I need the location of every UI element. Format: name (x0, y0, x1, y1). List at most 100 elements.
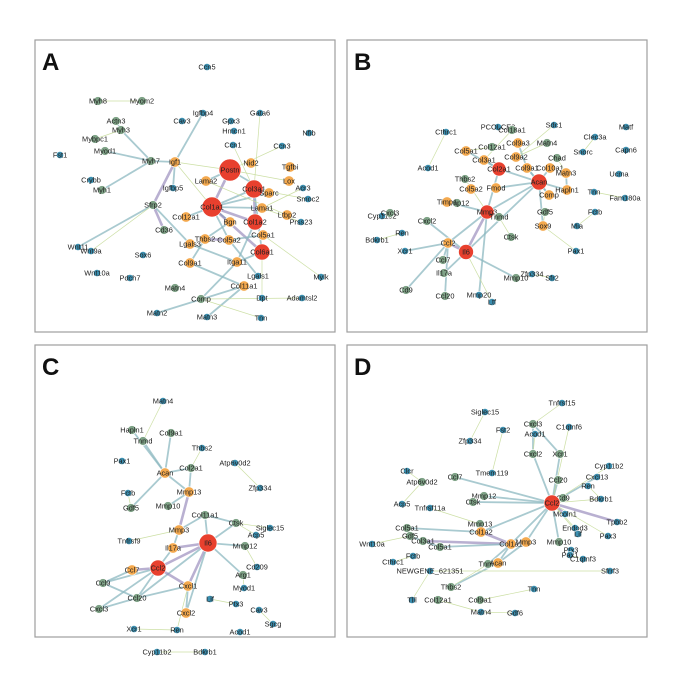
edge (174, 112, 204, 163)
node-circle (426, 567, 434, 575)
node-matn2: Matn2 (147, 309, 168, 318)
node-label: Crybb (81, 176, 101, 185)
node-label: Col1a1 (200, 203, 223, 212)
node-circle (458, 244, 474, 260)
node-cxcl1: Cxcl1 (179, 580, 197, 592)
node-label: Tnfrsf15 (548, 399, 575, 408)
node-circle (401, 247, 409, 255)
node-label: Col6a1 (250, 248, 273, 257)
node-circle (548, 274, 556, 282)
node-label: Thbs2 (192, 444, 213, 453)
edge (551, 501, 618, 524)
node-label: Fst2 (496, 426, 510, 435)
node-circle (180, 607, 192, 619)
node-circle (146, 156, 156, 166)
node-matf: Matf (619, 123, 634, 132)
node-tpbb2: Tpbb2 (607, 518, 628, 527)
node-mmp3: Mmp3 (477, 204, 498, 220)
node-circle (149, 559, 167, 577)
node-label: Fctb (406, 552, 420, 561)
node-circle (256, 484, 264, 492)
node-circle (198, 533, 218, 553)
node-lama2: Lama2 (195, 175, 217, 187)
node-circle (466, 437, 474, 445)
node-circle (591, 133, 599, 141)
node-ctsk: Ctsk (466, 497, 481, 507)
node-smoc2: Smoc2 (296, 195, 319, 204)
edge (209, 598, 237, 605)
node-circle (231, 256, 243, 268)
node-ucma: Ucma (609, 170, 629, 179)
node-cxcl2: Cxcl2 (524, 449, 542, 459)
edge (98, 597, 138, 610)
node-hapln1: Hapln1 (120, 425, 144, 435)
node-label: Actn3 (107, 117, 126, 126)
node-cxcl3: Cxcl3 (524, 419, 542, 429)
node-label: Ccl2 (151, 564, 166, 573)
node-circle (373, 236, 381, 244)
node-ctsk: Ctsk (229, 518, 244, 528)
node-circle (184, 257, 196, 269)
node-acan: Acan (531, 173, 547, 191)
node-circle (597, 495, 605, 503)
node-col9a1: Col9a1 (468, 595, 492, 605)
node-circle (550, 121, 558, 129)
node-circle (530, 585, 538, 593)
edge (401, 481, 423, 505)
node-label: Thbs2 (455, 175, 476, 184)
node-label: Fam180a (609, 194, 641, 203)
node-circle (74, 243, 82, 251)
node-label: Col3a1 (411, 537, 434, 546)
node-label: Sparc (259, 189, 279, 198)
node-label: Ren (395, 229, 409, 238)
node-circle (528, 419, 538, 429)
edge (136, 542, 209, 599)
node-circle (483, 559, 493, 569)
node-mmp12: Mmp12 (445, 198, 469, 208)
edge (98, 567, 159, 610)
node-label: Mmp3 (477, 208, 498, 217)
node-sparc: Sparc (259, 187, 279, 199)
node-label: Cyp11b2 (142, 648, 171, 657)
node-label: Cthrc1 (382, 558, 404, 567)
node-circle (531, 430, 539, 438)
node-circle (528, 449, 538, 459)
node-label: Chad (548, 154, 566, 163)
node-ltf: Ltf (488, 298, 497, 307)
node-label: Igfbp4 (193, 109, 214, 118)
edge (437, 599, 482, 613)
node-igfbp5: Igfbp5 (163, 184, 184, 193)
node-circle (283, 175, 295, 187)
panel-A-letter: A (42, 49, 59, 76)
edge (405, 242, 449, 291)
edge (450, 563, 489, 588)
node-nfib: Nfib (302, 129, 315, 138)
node-label: Sfrrf3 (601, 567, 619, 576)
node-itga11: Itga11 (227, 256, 247, 268)
node-label: Ccl9 (96, 579, 111, 588)
edge (429, 507, 481, 525)
node-col9a1: Col9a1 (178, 257, 202, 269)
edge (469, 411, 486, 442)
node-label: Col9a1 (159, 429, 182, 438)
node-circle (615, 170, 623, 178)
node-circle (605, 462, 613, 470)
node-label: Mcoln1 (553, 510, 577, 519)
node-circle (231, 459, 239, 467)
node-lox: Lox (283, 175, 295, 187)
node-col11a1: Col11a1 (231, 280, 257, 292)
node-label: Timp1 (437, 198, 457, 207)
edge (515, 142, 548, 158)
node-label: Lif (574, 530, 583, 539)
edge (465, 251, 517, 279)
node-crybb: Crybb (81, 176, 101, 185)
node-circle (173, 524, 185, 536)
node-circle (257, 314, 265, 322)
node-label: Tnn (528, 585, 541, 594)
node-label: Gata6 (250, 109, 270, 118)
node-acod1: Acod1 (418, 164, 439, 173)
node-label: Col9a1 (515, 164, 538, 173)
node-circle (433, 595, 443, 605)
node-label: Igfbp5 (163, 184, 184, 193)
